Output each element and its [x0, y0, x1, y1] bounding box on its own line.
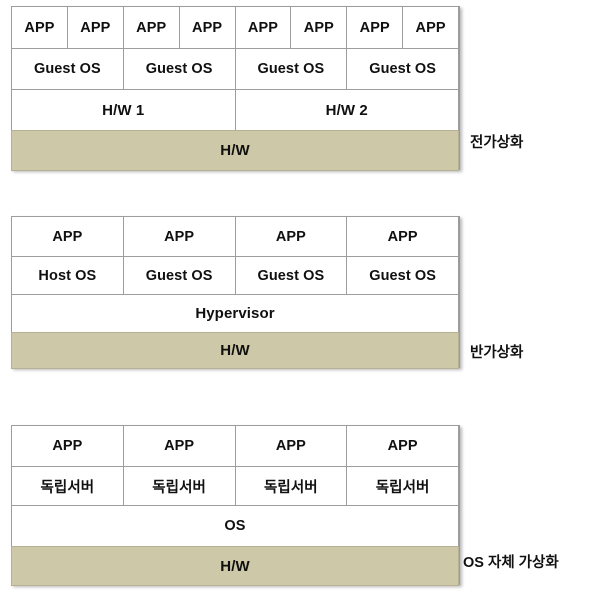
para-virtualization-os-row-cell: Guest OS: [122, 256, 236, 295]
para-virtualization-app-row-cell: APP: [122, 216, 236, 257]
caption-full-virtualization: 전가상화: [470, 135, 524, 151]
full-virtualization-hardware-row-cell: H/W 2: [234, 89, 459, 131]
os-level-virtualization-app-row-cell: APP: [346, 425, 459, 467]
full-virtualization-app-row-cell: APP: [122, 6, 180, 49]
para-virtualization-os-row-cell: Guest OS: [234, 256, 348, 295]
os-level-virtualization-hw-base-row-cell: H/W: [11, 546, 459, 586]
os-level-virtualization-container-row-cell: 독립서버: [346, 466, 459, 506]
full-virtualization-guest-os-row-cell: Guest OS: [234, 48, 348, 90]
full-virtualization-app-row-cell: APP: [346, 6, 404, 49]
full-virtualization-app-row-cell: APP: [178, 6, 236, 49]
para-virtualization-hypervisor-row: Hypervisor: [11, 294, 459, 333]
para-virtualization-hw-base-row-cell: H/W: [11, 332, 459, 369]
os-level-virtualization-hw-base-row: H/W: [11, 546, 459, 586]
os-level-virtualization-container-row-cell: 독립서버: [234, 466, 348, 506]
os-level-virtualization-app-row-cell: APP: [11, 425, 124, 467]
para-virtualization-app-row-cell: APP: [234, 216, 348, 257]
caption-os-level-virtualization: OS 자체 가상화: [463, 555, 559, 571]
para-virtualization-app-row-cell: APP: [11, 216, 124, 257]
os-level-virtualization-container-row-cell: 독립서버: [11, 466, 124, 506]
full-virtualization-guest-os-row-cell: Guest OS: [346, 48, 459, 90]
full-virtualization-app-row-cell: APP: [290, 6, 348, 49]
full-virtualization-guest-os-row-cell: Guest OS: [11, 48, 124, 90]
full-virtualization-app-row-cell: APP: [402, 6, 459, 49]
full-virtualization-app-row-cell: APP: [66, 6, 124, 49]
full-virtualization-hw-base-row-cell: H/W: [11, 130, 459, 171]
para-virtualization-os-row-cell: Host OS: [11, 256, 124, 295]
os-level-virtualization-app-row-cell: APP: [122, 425, 236, 467]
para-virtualization-hypervisor-row-cell: Hypervisor: [11, 294, 459, 333]
full-virtualization-hw-base-row: H/W: [11, 130, 459, 171]
os-level-virtualization-app-row-cell: APP: [234, 425, 348, 467]
full-virtualization-app-row-cell: APP: [234, 6, 292, 49]
para-virtualization-os-row-cell: Guest OS: [346, 256, 459, 295]
full-virtualization-hardware-row-cell: H/W 1: [11, 89, 236, 131]
os-level-virtualization-os-row-cell: OS: [11, 505, 459, 547]
full-virtualization-guest-os-row-cell: Guest OS: [122, 48, 236, 90]
para-virtualization-app-row-cell: APP: [346, 216, 459, 257]
para-virtualization-hw-base-row: H/W: [11, 332, 459, 369]
os-level-virtualization-container-row-cell: 독립서버: [122, 466, 236, 506]
full-virtualization-app-row-cell: APP: [11, 6, 68, 49]
os-level-virtualization-os-row: OS: [11, 505, 459, 547]
caption-para-virtualization: 반가상화: [470, 345, 524, 361]
